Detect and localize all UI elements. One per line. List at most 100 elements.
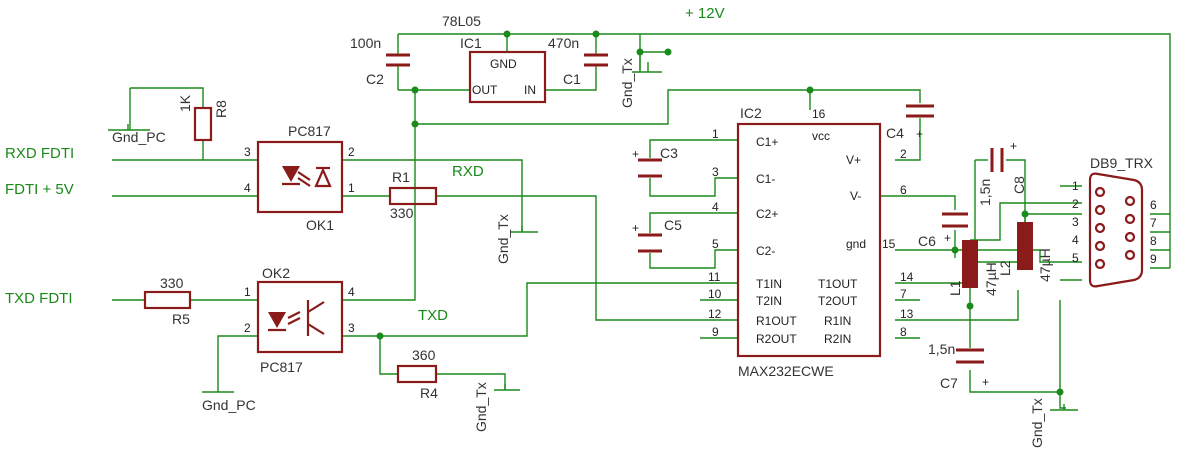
ground-label: Gnd_Tx — [619, 58, 635, 108]
capacitor-c6: C6 + — [918, 212, 968, 249]
c2-name: C2 — [366, 71, 384, 87]
c7-name: C7 — [940, 375, 958, 391]
l1-value: 47µH — [983, 262, 999, 296]
label-rxd-fdti: RXD FDTI — [5, 145, 74, 162]
ic2-left-pin-num: 3 — [712, 165, 719, 179]
junctions — [376, 30, 1064, 396]
ok1-pin: 3 — [244, 145, 251, 159]
resistor-r8: 1K R8 — [177, 94, 229, 142]
capacitor-c5: + C5 — [632, 217, 682, 253]
ic2-right-pin-num: 8 — [900, 325, 907, 339]
plus-marker: + — [632, 221, 639, 235]
capacitor-c4: + C4 — [886, 104, 934, 141]
junction-dot — [1021, 210, 1029, 218]
r4-name: R4 — [420, 385, 438, 401]
ic2-left-pin-num: 1 — [712, 127, 719, 141]
ic1-value: 78L05 — [442, 13, 481, 29]
db9-pin: 2 — [1072, 197, 1079, 211]
capacitor-c2: 100n C2 — [350, 35, 410, 87]
ic2-right-pin-num: 6 — [900, 183, 907, 197]
db9-pin: 1 — [1072, 179, 1079, 193]
junction-dot — [592, 30, 600, 38]
ic2-name: IC2 — [740, 105, 762, 121]
ic2-left-pin-label: C2+ — [756, 207, 778, 221]
ic2-left-pin-num: 10 — [708, 287, 722, 301]
r1-value: 330 — [390, 205, 414, 221]
r8-value: 1K — [177, 94, 193, 112]
ground-symbol: Gnd_Tx — [1029, 398, 1078, 448]
ok1-name: OK1 — [306, 217, 334, 233]
c5-name: C5 — [664, 217, 682, 233]
ground-label: Gnd_Tx — [1029, 398, 1045, 448]
c2-value: 100n — [350, 35, 381, 51]
ic2-left-pin-label: R2OUT — [756, 332, 797, 346]
ic2-left-pin-label: C2- — [756, 244, 775, 258]
junction-dot — [411, 120, 419, 128]
ground-symbol: Gnd_Tx — [495, 214, 538, 264]
db9-name: DB9_TRX — [1090, 155, 1154, 171]
c3-name: C3 — [660, 145, 678, 161]
c8-value: 1,5n — [977, 179, 993, 206]
c1-value: 470n — [548, 35, 579, 51]
ic2-right-pin-num: 7 — [900, 287, 907, 301]
l1-name: L1 — [947, 280, 963, 296]
ok1-pin: 4 — [244, 181, 251, 195]
junction-dot — [966, 302, 974, 310]
label-12v: + 12V — [685, 5, 725, 22]
ic2-gnd-pin: 15 — [882, 237, 896, 251]
junction-dot — [376, 332, 384, 340]
ic1-gnd-pin: GND — [490, 57, 517, 71]
ground-symbol: Gnd_Tx — [473, 382, 520, 432]
ok2-pin: 4 — [348, 285, 355, 299]
db9-pin: 6 — [1150, 198, 1157, 212]
r5-value: 330 — [160, 275, 184, 291]
capacitor-c7: 1,5n C7 + — [928, 341, 989, 391]
optocoupler-ok1: PC817 OK1 3 4 2 1 — [244, 123, 355, 233]
capacitor-c3: + C3 — [632, 145, 678, 178]
regulator-ic1: 78L05 IC1 GND OUT IN — [442, 13, 547, 104]
ok1-pin: 2 — [348, 145, 355, 159]
plus-marker: + — [944, 231, 951, 245]
junction-dot — [503, 30, 511, 38]
wires — [112, 33, 1171, 409]
l2-name: L2 — [997, 260, 1013, 276]
ic2-right-pin-label: R2IN — [824, 332, 851, 346]
ic2-gnd-label: gnd — [846, 237, 866, 251]
c6-name: C6 — [918, 233, 936, 249]
ok1-pin: 1 — [348, 181, 355, 195]
junction-dot — [636, 48, 644, 56]
ic2-vcc-pin: 16 — [812, 107, 826, 121]
inductor-l1: L1 47µH — [947, 240, 999, 296]
ic2-right-pin-num: 2 — [900, 147, 907, 161]
ok2-name: OK2 — [262, 265, 290, 281]
l2-value: 47µH — [1037, 248, 1053, 282]
ic2-right-pin-num: 13 — [900, 307, 914, 321]
ic2-left-pin-num: 9 — [712, 325, 719, 339]
ic2-right-pin-label: T2OUT — [818, 294, 858, 308]
resistor-r5: 330 R5 — [143, 275, 192, 327]
label-txd-fdti: TXD FDTI — [5, 290, 73, 307]
label-fdti-5v: FDTI + 5V — [5, 181, 74, 198]
resistor-r1: R1 330 — [388, 169, 438, 221]
ok1-type: PC817 — [288, 123, 331, 139]
junction-dot — [1056, 388, 1064, 396]
db9-pin: 8 — [1150, 234, 1157, 248]
db9-pin: 7 — [1150, 216, 1157, 230]
plus-marker: + — [1010, 139, 1017, 153]
ground-symbol: Gnd_Tx — [619, 55, 662, 108]
db9-pin: 3 — [1072, 215, 1079, 229]
c8-name: C8 — [1011, 176, 1027, 194]
ic2-vcc-label: vcc — [812, 129, 830, 143]
ok2-type: PC817 — [260, 359, 303, 375]
junction-dot — [951, 246, 959, 254]
ic2-max232: IC2 MAX232ECWE vcc 16 gnd 15 1 C1+ 3 C1-… — [708, 105, 914, 379]
ic2-left-pin-label: C1- — [756, 172, 775, 186]
ic2-left-pin-label: C1+ — [756, 135, 778, 149]
ground-symbol: Gnd_PC — [108, 124, 166, 145]
optocoupler-ok2: OK2 PC817 1 2 4 3 — [244, 265, 355, 375]
ic2-right-pin-label: V- — [850, 189, 861, 203]
ic1-out-pin: OUT — [472, 83, 498, 97]
c7-value: 1,5n — [928, 341, 955, 357]
ground-label: Gnd_Tx — [473, 382, 489, 432]
junction-dot — [411, 86, 419, 94]
